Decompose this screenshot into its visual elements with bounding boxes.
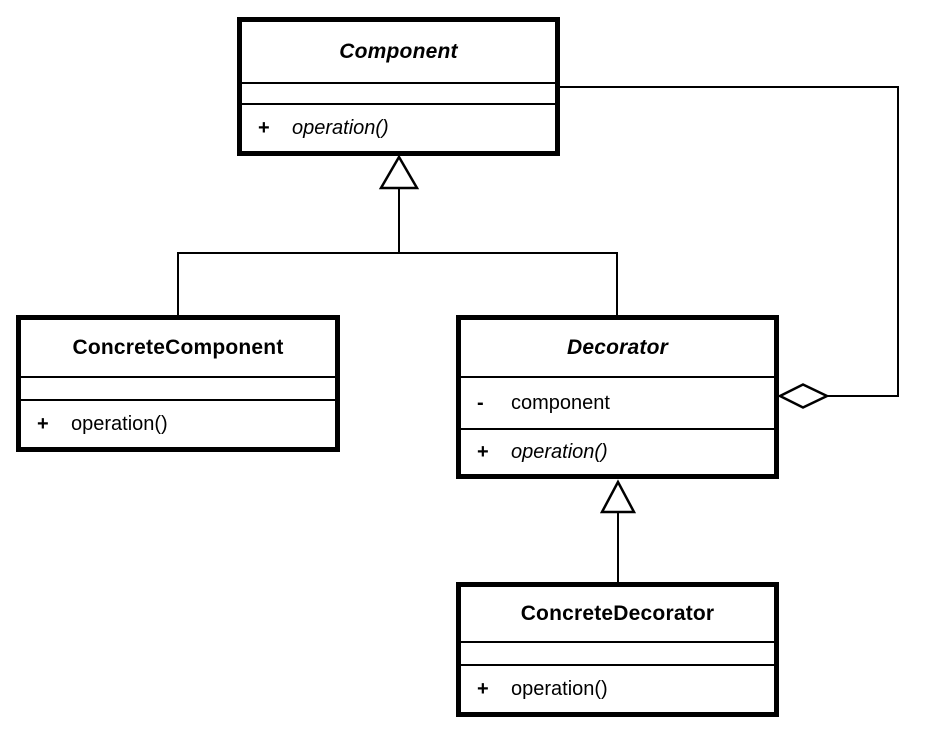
visibility-symbol: + <box>258 116 270 139</box>
class-decorator: Decorator - component + operation() <box>456 315 779 479</box>
class-concrete-decorator-attributes <box>461 641 774 664</box>
class-decorator-methods: + operation() <box>461 428 774 474</box>
method-row: + operation() <box>242 117 555 140</box>
class-concrete-component-attributes <box>21 376 335 399</box>
class-component-methods: + operation() <box>242 103 555 151</box>
generalization-triangle-component-icon <box>378 154 420 190</box>
visibility-symbol: + <box>477 440 489 463</box>
method-name: operation() <box>292 116 389 139</box>
class-component: Component + operation() <box>237 17 560 156</box>
class-concrete-decorator-methods: + operation() <box>461 664 774 712</box>
visibility-symbol: - <box>477 391 484 414</box>
class-concrete-decorator-title: ConcreteDecorator <box>520 602 715 625</box>
generalization-branch-lines <box>177 252 618 316</box>
attribute-name: component <box>511 391 610 414</box>
class-concrete-component-methods: + operation() <box>21 399 335 447</box>
class-concrete-component: ConcreteComponent + operation() <box>16 315 340 452</box>
class-component-attributes <box>242 82 555 103</box>
method-row: + operation() <box>21 413 335 436</box>
method-row: + operation() <box>461 678 774 701</box>
visibility-symbol: + <box>37 412 49 435</box>
class-component-title: Component <box>339 40 458 63</box>
visibility-symbol: + <box>477 677 489 700</box>
method-row: + operation() <box>461 441 774 464</box>
class-decorator-title: Decorator <box>567 336 668 359</box>
class-concrete-component-title: ConcreteComponent <box>72 336 284 359</box>
aggregation-diamond-icon <box>777 383 830 409</box>
attribute-row: - component <box>461 392 774 415</box>
method-name: operation() <box>71 412 168 435</box>
class-decorator-attributes: - component <box>461 376 774 428</box>
generalization-triangle-decorator-icon <box>599 479 637 514</box>
method-name: operation() <box>511 677 608 700</box>
class-concrete-decorator: ConcreteDecorator + operation() <box>456 582 779 717</box>
method-name: operation() <box>511 440 608 463</box>
